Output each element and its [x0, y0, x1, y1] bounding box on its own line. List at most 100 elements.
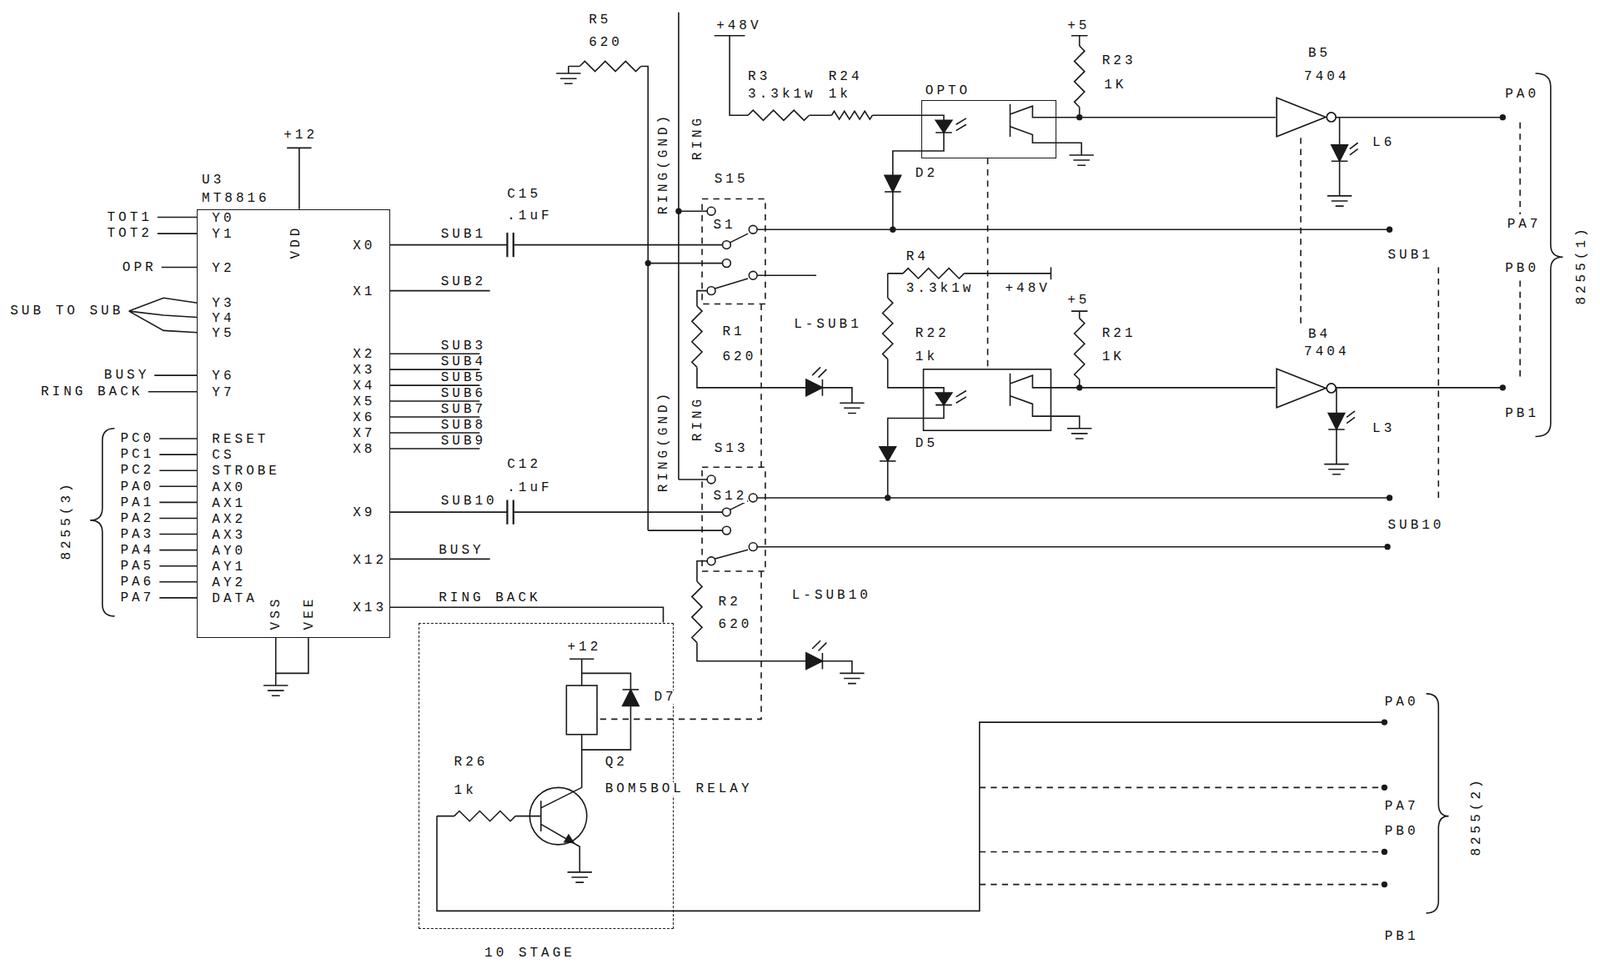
signal-label: TOT1 [107, 210, 153, 225]
junction-dot [1381, 718, 1388, 725]
signal-label: RING [691, 115, 705, 161]
switch-symbol [714, 233, 748, 559]
resistor-symbol [882, 297, 893, 359]
junction-dot [1499, 114, 1506, 121]
led-symbol [935, 120, 953, 133]
signal-label: PC2 [120, 463, 155, 477]
port-name: 8255(3) [60, 481, 74, 561]
supply-label: +48V [1004, 281, 1050, 296]
pin-name: AX2 [211, 512, 246, 527]
led-symbol [806, 379, 823, 397]
optocoupler-body [923, 369, 1052, 431]
wire [129, 12, 1504, 912]
led-symbol [1328, 412, 1345, 430]
junction-dot [1381, 881, 1388, 888]
part-name: S1 [712, 218, 736, 232]
part-name: 7404 [1304, 345, 1350, 359]
wire [436, 658, 1385, 911]
signal-label: PC1 [120, 447, 155, 462]
pin-name: Y0 [211, 211, 235, 226]
inverter-bubble [1326, 383, 1336, 393]
switch-symbol [722, 240, 732, 250]
pin-name: AY0 [211, 544, 246, 558]
diode-symbol [879, 460, 897, 462]
part-name: 7404 [1304, 70, 1350, 84]
inverter-symbol [1275, 96, 1337, 138]
pin-name: AY2 [211, 576, 246, 590]
signal-label: PA0 [1384, 695, 1420, 709]
relay-transistor [529, 787, 587, 845]
ground-symbol [567, 872, 592, 883]
pin-name: Y3 [211, 296, 235, 311]
signal-label: TOT2 [107, 226, 153, 241]
diode-symbol [622, 689, 640, 707]
signal-label: RING BACK [40, 385, 143, 399]
part-name: R2 [718, 595, 742, 609]
part-name: B4 [1308, 327, 1331, 342]
junction-dot [645, 114, 1506, 888]
pin-name: VSS [269, 596, 283, 631]
component-value: 1K [1102, 350, 1125, 364]
part-name: L3 [1372, 421, 1395, 436]
signal-label: SUB10 [441, 494, 498, 508]
led-symbol [812, 640, 827, 669]
switch-symbol [748, 542, 758, 552]
ground-symbol [1067, 428, 1092, 439]
component-value: 1k [454, 783, 477, 798]
component-value: 1K [1103, 78, 1127, 92]
signal-label: PB0 [1384, 824, 1420, 838]
junction-dot [1386, 494, 1393, 501]
led-symbol [806, 652, 823, 670]
wire-connector [1056, 116, 1276, 119]
optocoupler-body [923, 369, 1052, 431]
wire [697, 290, 853, 404]
component-value: 620 [588, 35, 623, 50]
pin-name: X5 [352, 395, 376, 409]
junction-dot [1499, 384, 1506, 391]
signal-label: SUB3 [441, 339, 487, 353]
port-name: 8255(2) [1469, 776, 1484, 856]
signal-label: BUSY [438, 543, 484, 557]
dashed-link [596, 122, 1520, 885]
part-name: C12 [506, 457, 542, 472]
signal-label: PB1 [1384, 929, 1420, 943]
signal-label: OPR [122, 260, 157, 275]
junction-dot [1381, 848, 1388, 855]
pin-name: Y1 [211, 227, 235, 241]
ground-symbol [1068, 155, 1094, 166]
pin-name: AX3 [211, 528, 246, 542]
signal-label: SUB2 [441, 275, 487, 289]
supply-label: +12 [283, 128, 318, 142]
resistor-symbol [1074, 318, 1085, 380]
switch-symbol [722, 259, 732, 268]
inverter-gate: B47404 [1275, 367, 1337, 409]
signal-label: L-SUB10 [792, 588, 872, 602]
signal-label: PA3 [120, 527, 155, 542]
inverter-symbol [1275, 367, 1337, 409]
junction-dot [884, 494, 891, 501]
part-name: B5 [1308, 46, 1331, 61]
wire-connector [390, 606, 664, 622]
signal-label: SUB7 [441, 402, 487, 417]
signal-label: PA7 [1507, 217, 1542, 231]
part-name: D5 [915, 436, 938, 451]
signal-label: PA0 [120, 480, 155, 494]
junction-dot [1386, 226, 1393, 233]
led-symbol [806, 118, 1359, 670]
group-caption: 10 STAGE [484, 946, 576, 960]
ground-symbol [1324, 464, 1349, 475]
supply-bar [286, 35, 1088, 659]
component-value: .1uF [506, 209, 552, 223]
inverter-gate: B57404 [1275, 96, 1337, 138]
led-symbol [1331, 142, 1359, 161]
component-value: 3.3k1w [747, 87, 817, 101]
switch-symbol [748, 270, 758, 280]
pin-name: RESET [211, 432, 269, 447]
part-name: S13 [714, 441, 749, 456]
wire [159, 438, 197, 598]
switch-symbol [707, 206, 716, 216]
signal-label: PA7 [1384, 799, 1420, 813]
ground-symbol [839, 402, 864, 413]
led-symbol [935, 391, 967, 406]
signal-label: SUB6 [441, 386, 487, 401]
